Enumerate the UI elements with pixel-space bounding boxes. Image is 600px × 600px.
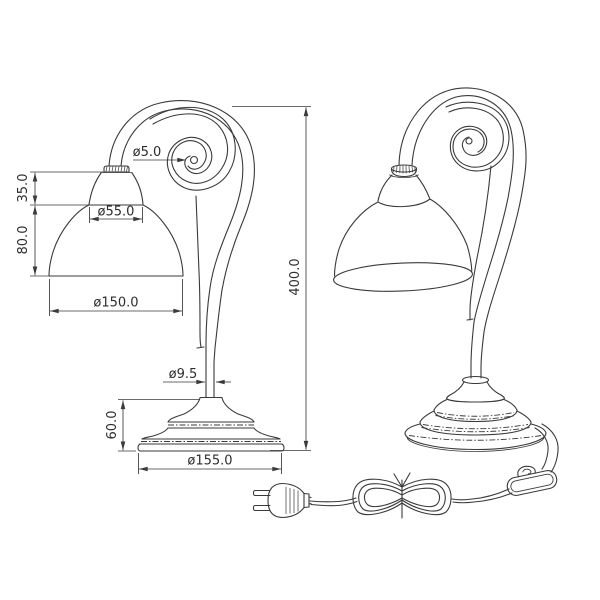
arm-strap-edge [195,195,205,349]
shade-cap-pictorial [389,164,419,178]
inline-switch[interactable] [504,461,558,497]
scroll-spiral-outer [149,106,236,191]
front-view: 35.0 80.0 ø55.0 ø150.0 400.0 ø9.5 [16,100,311,474]
switch-knob[interactable] [516,465,536,478]
dim-label-shade-body-height: 80.0 [16,226,31,255]
dimension-shade-diameter: ø150.0 [49,279,183,316]
plug-prong [252,489,271,497]
dim-label-base-diameter: ø155.0 [187,454,232,469]
dim-label-neck-diameter: ø55.0 [98,205,135,220]
dim-label-stem-diameter: ø9.5 [169,367,198,382]
cord-coil [352,472,452,519]
shade-rim [333,262,473,292]
scroll-hole-pictorial [465,137,473,145]
scroll-spiral-inner [152,113,229,184]
dimension-neck-diameter: ø55.0 [89,205,143,223]
power-cord [252,423,559,519]
dim-label-shade-diameter: ø150.0 [93,296,138,311]
dim-label-overall-height: 400.0 [288,258,303,295]
perspective-view [252,87,559,519]
lamp-base-pictorial [404,375,547,452]
shade-pictorial [333,174,473,292]
cord-tie [393,472,411,519]
scroll-arm-pictorial [398,87,527,379]
dimension-stem-diameter: ø9.5 [163,367,231,385]
dimension-scroll-hole: ø5.0 [133,145,186,163]
dimension-shade-body-height: 80.0 [16,205,49,277]
dimension-base-height: 60.0 [105,399,200,452]
dim-label-neck-height: 35.0 [16,174,31,203]
power-plug [252,482,312,519]
dim-label-scroll-hole: ø5.0 [133,145,162,160]
dimension-base-diameter: ø155.0 [138,453,282,474]
lamp-base [137,396,285,452]
scroll-hole [189,155,199,165]
shade-body-outline [48,204,184,277]
dim-label-base-height: 60.0 [105,411,120,440]
arm-outer-edge [108,100,255,398]
dimension-neck-height: 35.0 [16,171,104,206]
shade-cap [100,165,133,173]
shade-neck-outline [88,172,144,206]
scroll-arm [108,100,255,398]
cap-hatching [105,166,128,172]
dimension-overall-height: 400.0 [232,106,311,451]
cap-hatching-pictorial [393,165,416,174]
arm-inner-edge [120,108,244,398]
plug-prong [252,504,271,512]
